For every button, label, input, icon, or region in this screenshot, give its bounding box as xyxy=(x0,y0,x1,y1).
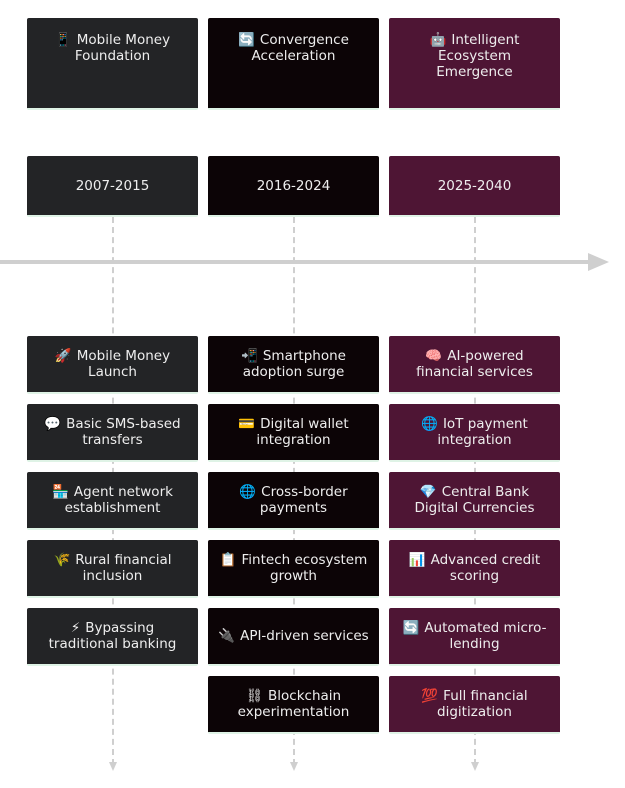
section-title: Intelligent Ecosystem Emergence xyxy=(436,32,520,80)
event-card: 🏪Agent network establishment xyxy=(27,472,198,530)
event-card: ⛓Blockchain experimentation xyxy=(208,676,379,734)
timeline-axis xyxy=(0,260,592,264)
arrow-down-icon xyxy=(471,762,479,771)
event-card: 💯Full financial digitization xyxy=(389,676,560,734)
refresh-icon: 🔄 xyxy=(238,32,255,48)
event-card: 🌐IoT payment integration xyxy=(389,404,560,462)
event-label: Smartphone adoption surge xyxy=(242,348,346,380)
event-card: 📋Fintech ecosystem growth xyxy=(208,540,379,598)
event-label: Advanced credit scoring xyxy=(430,552,541,584)
event-label: IoT payment integration xyxy=(437,416,528,448)
event-label: Blockchain experimentation xyxy=(237,688,350,720)
event-label: Cross-border payments xyxy=(259,484,348,516)
arrow-down-icon xyxy=(290,762,298,771)
event-card: 💳Digital wallet integration xyxy=(208,404,379,462)
event-label: Automated micro-lending xyxy=(424,620,547,652)
event-label: Fintech ecosystem growth xyxy=(241,552,368,584)
section-mobile-money-foundation: 📱Mobile Money Foundation xyxy=(27,18,198,110)
period-label: 2016-2024 xyxy=(208,156,379,217)
hundred-points-icon: 💯 xyxy=(421,688,439,704)
event-card: 🧠AI-powered financial services xyxy=(389,336,560,394)
event-label: Agent network establishment xyxy=(64,484,173,516)
phone-arrow-icon: 📲 xyxy=(241,348,258,364)
chain-icon: ⛓ xyxy=(245,688,264,704)
event-card: 🌾Rural financial inclusion xyxy=(27,540,198,598)
plug-icon: 🔌 xyxy=(218,628,236,644)
period-label: 2025-2040 xyxy=(389,156,560,217)
store-icon: 🏪 xyxy=(52,484,69,500)
event-card: 🚀Mobile Money Launch xyxy=(27,336,198,394)
credit-card-icon: 💳 xyxy=(238,416,256,432)
speech-bubble-icon: 💬 xyxy=(44,416,62,432)
event-card: 📊Advanced credit scoring xyxy=(389,540,560,598)
event-label: Basic SMS-based transfers xyxy=(66,416,181,448)
clipboard-icon: 📋 xyxy=(219,552,237,568)
timeline-arrow-icon xyxy=(588,253,609,271)
brain-icon: 🧠 xyxy=(425,348,443,364)
event-label: AI-powered financial services xyxy=(416,348,533,380)
arrow-down-icon xyxy=(109,762,117,771)
robot-icon: 🤖 xyxy=(429,32,447,48)
event-label: Full financial digitization xyxy=(437,688,528,720)
event-card: 🔌API-driven services xyxy=(208,608,379,666)
event-label: API-driven services xyxy=(240,628,369,644)
globe-icon: 🌐 xyxy=(421,416,438,432)
globe-icon: 🌐 xyxy=(239,484,257,500)
event-label: Central Bank Digital Currencies xyxy=(414,484,535,516)
event-label: Mobile Money Launch xyxy=(76,348,171,380)
event-card: 🌐Cross-border payments xyxy=(208,472,379,530)
event-label: Bypassing traditional banking xyxy=(48,620,177,652)
gem-icon: 💎 xyxy=(419,484,437,500)
lightning-icon: ⚡ xyxy=(70,620,81,636)
event-card: 💬Basic SMS-based transfers xyxy=(27,404,198,462)
section-intelligent-ecosystem: 🤖Intelligent Ecosystem Emergence xyxy=(389,18,560,110)
refresh-icon: 🔄 xyxy=(402,620,420,636)
wheat-icon: 🌾 xyxy=(53,552,71,568)
event-card: 🔄Automated micro-lending xyxy=(389,608,560,666)
rocket-icon: 🚀 xyxy=(54,348,72,364)
event-card: 📲Smartphone adoption surge xyxy=(208,336,379,394)
period-label: 2007-2015 xyxy=(27,156,198,217)
event-card: ⚡Bypassing traditional banking xyxy=(27,608,198,666)
event-card: 💎Central Bank Digital Currencies xyxy=(389,472,560,530)
mobile-phone-icon: 📱 xyxy=(54,32,72,48)
event-label: Rural financial inclusion xyxy=(75,552,172,584)
section-title: Convergence Acceleration xyxy=(251,32,349,64)
bar-chart-icon: 📊 xyxy=(408,552,426,568)
section-convergence-acceleration: 🔄Convergence Acceleration xyxy=(208,18,379,110)
event-label: Digital wallet integration xyxy=(256,416,349,448)
section-title: Mobile Money Foundation xyxy=(74,32,171,64)
